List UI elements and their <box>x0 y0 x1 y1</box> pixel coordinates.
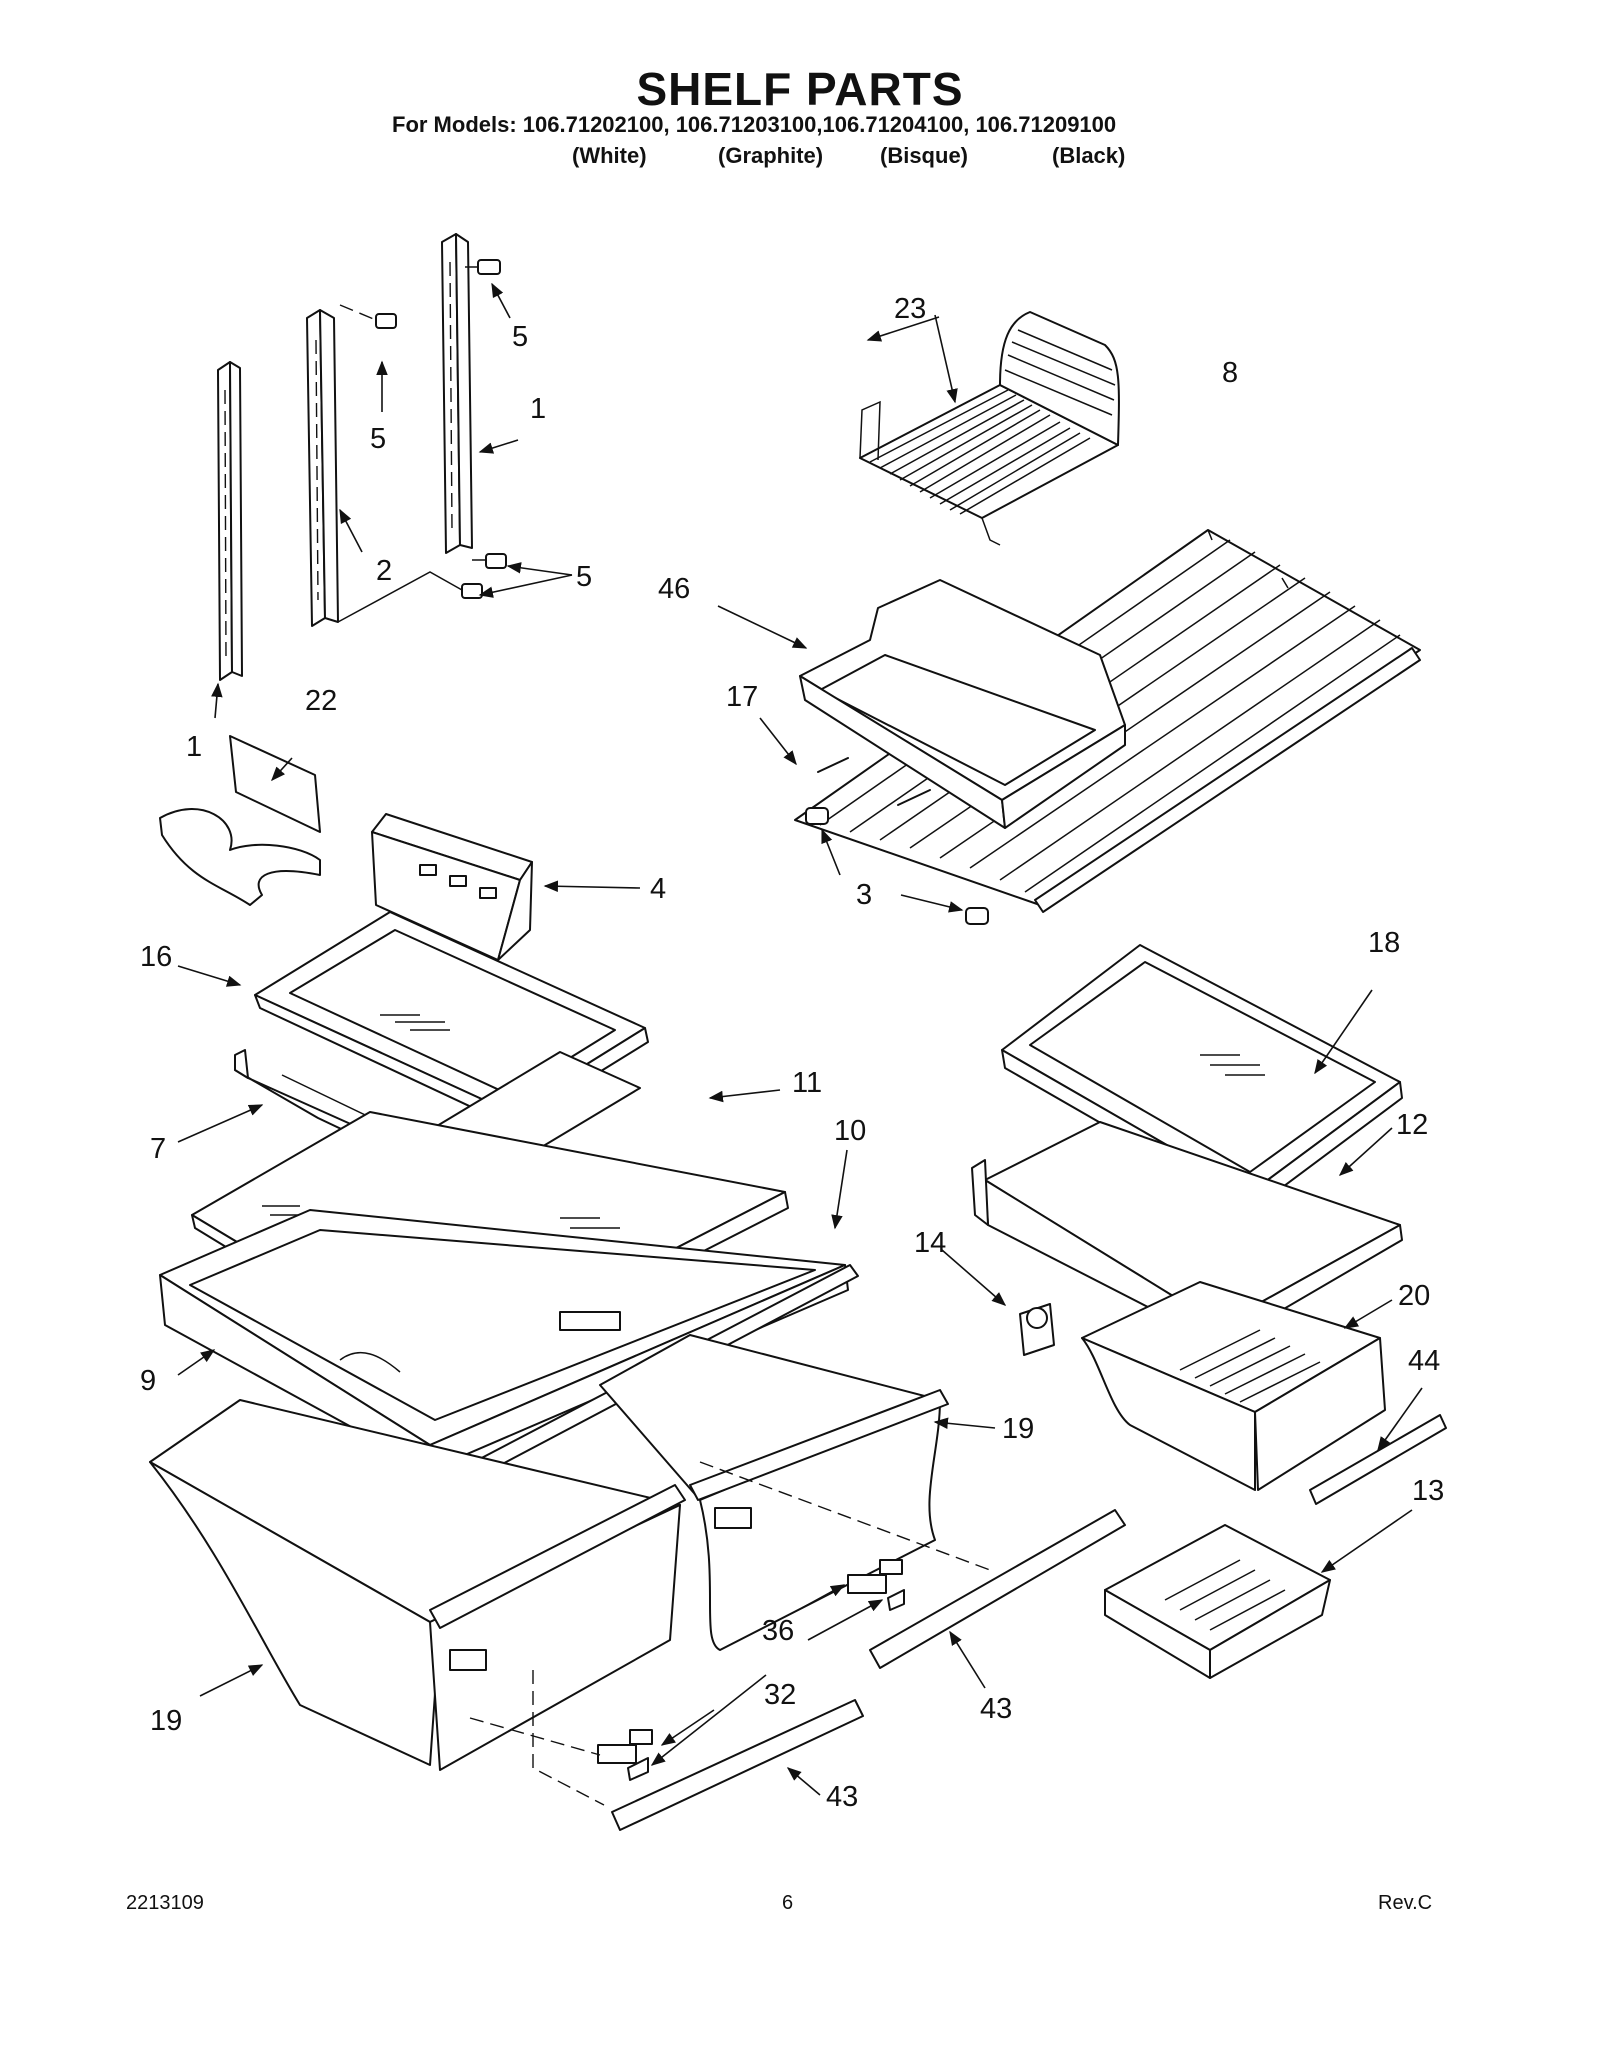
callout-14: 14 <box>914 1227 946 1259</box>
clip-14 <box>1019 1303 1055 1356</box>
callout-44: 44 <box>1408 1345 1440 1377</box>
callout-46: 46 <box>658 573 690 605</box>
drawer-clip-32-lower <box>627 1757 649 1781</box>
models-line: For Models: 106.71202100, 106.71203100,1… <box>392 112 1117 137</box>
callout-8: 8 <box>1222 357 1238 389</box>
callout-23: 23 <box>894 293 926 325</box>
callout-labels: 5 5 1 2 5 1 22 4 16 7 11 10 9 19 19 23 8… <box>140 293 1444 1813</box>
dairy-bin <box>371 813 533 961</box>
callout-5-low: 5 <box>576 561 592 593</box>
callout-2: 2 <box>376 555 392 587</box>
callout-43-right: 43 <box>980 1693 1012 1725</box>
color-black: (Black) <box>1052 143 1126 168</box>
crisper-slide-36-lower <box>597 1729 653 1764</box>
callout-11: 11 <box>792 1067 822 1099</box>
crisper-slide-36-upper <box>847 1559 903 1594</box>
revision-label: Rev.C <box>1378 1892 1433 1914</box>
drawer-clip-32-upper <box>887 1589 905 1611</box>
callout-19-right: 19 <box>1002 1413 1034 1445</box>
callout-32: 32 <box>764 1679 796 1711</box>
document-number: 2213109 <box>126 1892 204 1914</box>
shelf-pin-17 <box>817 757 931 806</box>
color-graphite: (Graphite) <box>718 143 824 168</box>
page-number: 6 <box>782 1892 794 1914</box>
callout-4: 4 <box>650 873 666 905</box>
callout-18: 18 <box>1368 927 1400 959</box>
callout-43-left: 43 <box>826 1781 858 1813</box>
screw-low-a <box>472 553 507 569</box>
crisper-trim-43-upper <box>869 1509 1126 1669</box>
callout-16: 16 <box>140 941 172 973</box>
callout-13: 13 <box>1412 1475 1444 1507</box>
screw-mid <box>339 304 397 329</box>
page-title: SHELF PARTS <box>636 63 964 115</box>
color-white: (White) <box>572 143 647 168</box>
callout-5-mid: 5 <box>370 423 386 455</box>
callout-1-right: 1 <box>530 393 546 425</box>
screw-top <box>465 259 501 275</box>
shelf-stop-3 <box>805 807 989 925</box>
callout-1-left: 1 <box>186 731 202 763</box>
callout-20: 20 <box>1398 1280 1430 1312</box>
callout-7: 7 <box>150 1133 166 1165</box>
meat-pan <box>799 579 1126 829</box>
model-colors: (White) (Graphite) (Bisque) (Black) <box>0 143 1600 173</box>
callout-19-left: 19 <box>150 1705 182 1737</box>
crisper-drawer-left <box>149 1399 686 1771</box>
crisper-drawer-right <box>599 1334 949 1651</box>
deli-drawer <box>1081 1281 1386 1491</box>
callout-22: 22 <box>305 685 337 717</box>
callout-3: 3 <box>856 879 872 911</box>
shelf-rail-right <box>441 233 473 554</box>
screw-low-b <box>337 571 483 623</box>
callout-12: 12 <box>1396 1109 1428 1141</box>
callout-10: 10 <box>834 1115 866 1147</box>
color-bisque: (Bisque) <box>880 143 968 168</box>
shelf-rail-center <box>306 309 339 627</box>
glass-shelf-right <box>1001 944 1403 1211</box>
callout-36: 36 <box>762 1615 794 1647</box>
leader-lines <box>177 282 1423 1796</box>
shelf-rail-left <box>217 361 243 681</box>
callout-9: 9 <box>140 1365 156 1397</box>
deli-trim-44 <box>1309 1414 1447 1505</box>
wire-basket <box>859 311 1120 546</box>
callout-17: 17 <box>726 681 758 713</box>
crisper-trim-43-lower <box>611 1699 864 1831</box>
egg-tray-bracket <box>159 735 321 906</box>
cheese-drawer <box>1104 1524 1331 1679</box>
callout-5-top: 5 <box>512 321 528 353</box>
